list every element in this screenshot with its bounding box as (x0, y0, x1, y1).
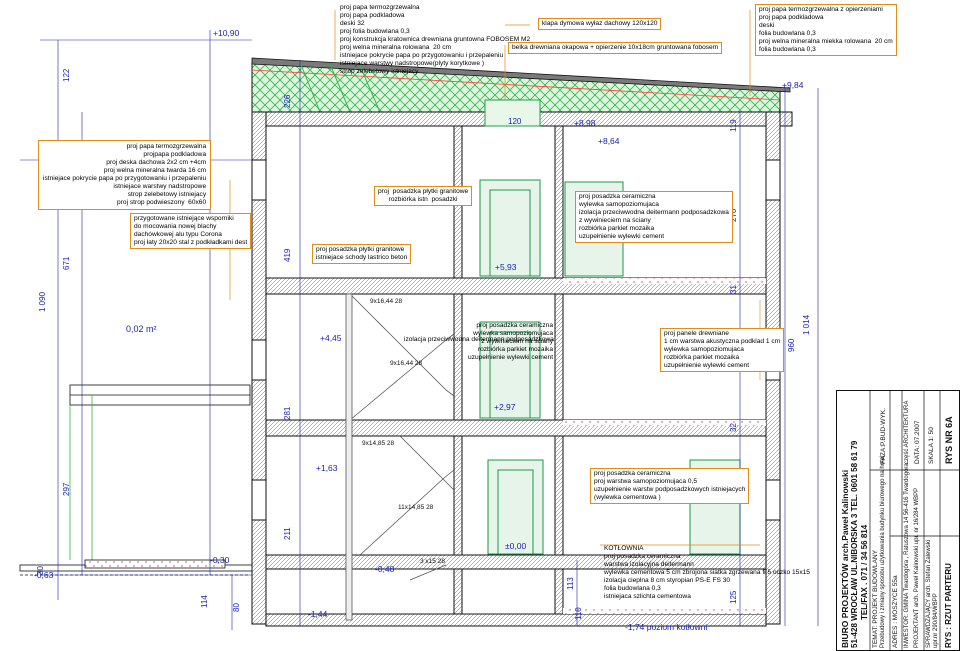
area-label: 0,02 m² (126, 324, 157, 334)
title-tel: TEL/FAX . 071 / 34 56 814 (860, 524, 869, 620)
level-boiler: -1,74 poziom kotłowni (625, 622, 708, 632)
stair-label-3: 9x14,85 28 (362, 440, 395, 447)
dim-419: 419 (283, 248, 292, 262)
dim-114: 114 (200, 595, 209, 608)
note-klapa: klapa dymowa wyłaz dachowy 120x120 (538, 18, 662, 30)
title-investor: INWESTOR: GMINA Twardogóra , Ratuszowa 1… (904, 463, 910, 648)
level-ridge: +9,84 (782, 80, 804, 90)
title-faza: FAZA:P.BUD-WYK. (880, 408, 887, 464)
note-floor-granite-1: proj posadzka płytki granitowe rozbiórka… (374, 186, 473, 206)
title-projektant: PROJEKTANT arch. Paweł Kalinowski upr. n… (914, 487, 920, 648)
note-ground-ceramic: proj posadzka ceramiczna proj warstwa sa… (590, 468, 750, 504)
title-address: 51-428 WROCŁAW UL.NIBORSKA 3 TEL. 0601 5… (850, 440, 859, 648)
floor-slabs (265, 277, 767, 627)
stair-label-5: 3 x15 28 (420, 558, 445, 565)
note-roof-top: proj papa termozgrzewalna proj papa podk… (340, 4, 531, 75)
note-kotlownia: KOTŁOWNIA proj posadzka ceramiczna warst… (604, 545, 810, 600)
title-rys: RYS : RZUT PARTERU (944, 563, 953, 648)
note-ceramic-mid: proj posadzka ceramiczna wylewka samopoz… (468, 322, 554, 361)
staircase (345, 293, 455, 621)
dim-30: 30 (36, 566, 45, 575)
left-extension (19, 384, 266, 576)
stair-label-2: 9x16,44 28 (390, 360, 423, 367)
title-data: DATA: 07.2007 (914, 420, 921, 464)
title-upr: upr.nr 290/84/WBPP (933, 593, 939, 648)
level-attic-floor-2: +8,64 (598, 136, 620, 146)
dim-80: 80 (232, 603, 241, 612)
dim-113: 113 (566, 577, 575, 590)
level-minus144: -1,44 (308, 609, 328, 619)
level-minus048: -0,48 (375, 564, 395, 574)
title-theme: TEMAT: PROJEKT BUDOWLANY (872, 550, 879, 648)
level-floor-2: +5,93 (495, 262, 517, 272)
title-office: BIURO PROJEKTÓW arch.Paweł Kalinowski (840, 469, 850, 648)
doors (479, 179, 741, 555)
level-minus030: -0,30 (210, 555, 230, 565)
level-floor-1: +2,97 (494, 402, 516, 412)
title-skala: SKALA 1: 50 (928, 427, 935, 464)
dim-1014: 1 014 (802, 314, 811, 335)
dim-281: 281 (283, 406, 292, 420)
title-theme2: Przebudowy i zmiany sposobu użytkowania … (880, 455, 886, 648)
title-block: BIURO PROJEKTÓW arch.Paweł Kalinowski 51… (836, 390, 960, 651)
dim-671: 671 (62, 256, 71, 270)
note-floor-granite-2: proj posadzka płytki granitowe istniejac… (312, 244, 412, 264)
level-ground: ±0,00 (505, 541, 527, 551)
dim-297: 297 (62, 482, 71, 496)
dim-960: 960 (787, 338, 796, 352)
roof (251, 57, 793, 127)
title-nr: RYS NR 6A (944, 416, 954, 464)
title-sprawdzajacy: SPRAWDZAJĄCY arch. Stefan Zalewski (926, 539, 932, 648)
note-ceramic-mid-left: izolacja przeciwwodna deitermann podposa… (404, 336, 554, 343)
level-attic-floor: +8,98 (574, 118, 596, 128)
dim-211: 211 (283, 527, 292, 540)
level-floor-1-landing: +4,45 (320, 333, 342, 343)
level-top: +10,90 (213, 28, 240, 38)
note-wsporniki: przygotowane istniejące wsporniki do moc… (130, 213, 252, 249)
level-minus063: -0,63 (34, 570, 54, 580)
dim-1090: 1 090 (38, 291, 47, 312)
dim-226: 226 (283, 94, 292, 108)
dim-110: 110 (574, 607, 583, 620)
dim-32: 32 (729, 423, 738, 432)
dim-122: 122 (62, 68, 71, 82)
stair-label-4: 11x14,85 28 (398, 504, 434, 511)
dim-119: 119 (729, 119, 738, 132)
stair-label-1: 9x16,44 28 (370, 298, 403, 305)
title-adres: ADRES : MOSZYCE 55a (892, 575, 899, 648)
title-czesc: część ARCHITEKTURA (904, 400, 910, 464)
dim-120: 120 (508, 117, 522, 126)
level-landing-ground: +1,63 (316, 463, 338, 473)
note-roof-left: proj papa termozgrzewalna projpapa podkl… (38, 140, 212, 210)
note-ceramic-upper: proj posadzka ceramiczna wylewka samopoz… (575, 191, 733, 243)
note-belka: belka drewniana okapowa + opierzenie 10x… (508, 42, 723, 54)
dim-31: 31 (729, 285, 738, 294)
note-roof-right: proj papa termozgrzewalna z opierzeniami… (755, 4, 897, 56)
note-panels: proj panele drewniane 1 cm warstwa akust… (660, 328, 785, 372)
